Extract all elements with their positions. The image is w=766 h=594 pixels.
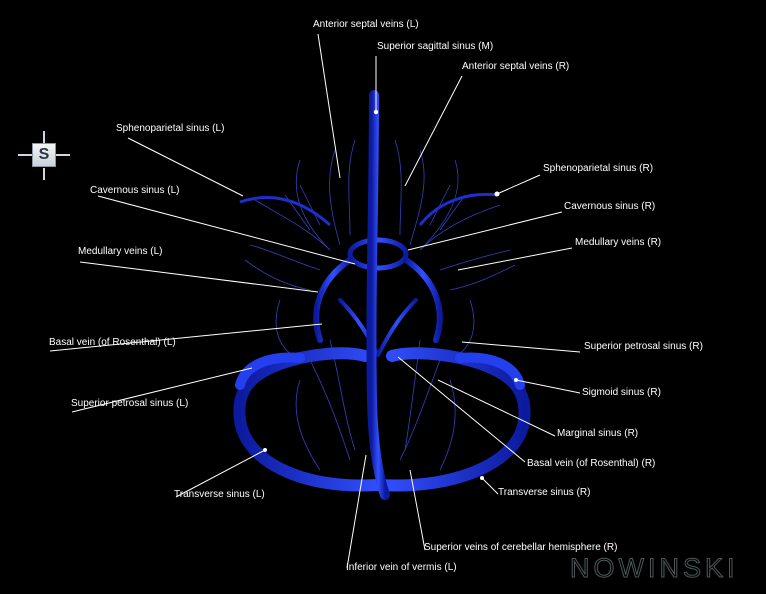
- central-sinuses: [313, 237, 443, 357]
- label-basal-vein-l: Basal vein (of Rosenthal) (L): [49, 337, 176, 348]
- orientation-tick-top: [43, 131, 45, 143]
- sigmoid-right: [455, 352, 525, 390]
- orientation-letter: S: [38, 146, 50, 163]
- leader-dots: [263, 109, 518, 480]
- sphenoparietal-sinus-left: [239, 195, 332, 227]
- label-basal-vein-r: Basal vein (of Rosenthal) (R): [527, 458, 656, 469]
- superior-sagittal-sinus: [366, 90, 390, 500]
- label-superior-sagittal-sinus-m: Superior sagittal sinus (M): [377, 41, 494, 52]
- label-sphenoparietal-sinus-r: Sphenoparietal sinus (R): [543, 163, 654, 174]
- transverse-sinus-loop: [233, 347, 531, 492]
- label-anterior-septal-veins-l: Anterior septal veins (L): [313, 19, 419, 30]
- label-inferior-vein-vermis-l: Inferior vein of vermis (L): [346, 562, 457, 573]
- logo-text: NOWINSKI: [570, 553, 739, 584]
- orientation-tick-bottom: [43, 168, 45, 180]
- label-sigmoid-sinus-r: Sigmoid sinus (R): [582, 387, 661, 398]
- label-superior-petrosal-sinus-l: Superior petrosal sinus (L): [71, 398, 189, 409]
- label-superior-veins-cerebellar-r: Superior veins of cerebellar hemisphere …: [424, 542, 618, 553]
- label-transverse-sinus-l: Transverse sinus (L): [174, 489, 265, 500]
- label-medullary-veins-l: Medullary veins (L): [78, 246, 163, 257]
- orientation-tick-right: [56, 154, 70, 156]
- sphenoparietal-sinus-right: [418, 192, 498, 226]
- nowinski-logo: NOWINSKI: [570, 553, 739, 584]
- label-medullary-veins-r: Medullary veins (R): [575, 237, 662, 248]
- fine-veins: [244, 139, 516, 471]
- orientation-tick-left: [18, 154, 32, 156]
- leader-lines: [49, 33, 581, 569]
- label-superior-petrosal-sinus-r: Superior petrosal sinus (R): [584, 341, 703, 352]
- orientation-widget[interactable]: S: [18, 131, 70, 181]
- sigmoid-left: [235, 352, 305, 390]
- label-cavernous-sinus-r: Cavernous sinus (R): [564, 201, 656, 212]
- orientation-cube: S: [32, 143, 56, 167]
- label-cavernous-sinus-l: Cavernous sinus (L): [90, 185, 180, 196]
- label-transverse-sinus-r: Transverse sinus (R): [498, 487, 591, 498]
- label-sphenoparietal-sinus-l: Sphenoparietal sinus (L): [116, 123, 225, 134]
- label-anterior-septal-veins-r: Anterior septal veins (R): [462, 61, 570, 72]
- label-marginal-sinus-r: Marginal sinus (R): [557, 428, 639, 439]
